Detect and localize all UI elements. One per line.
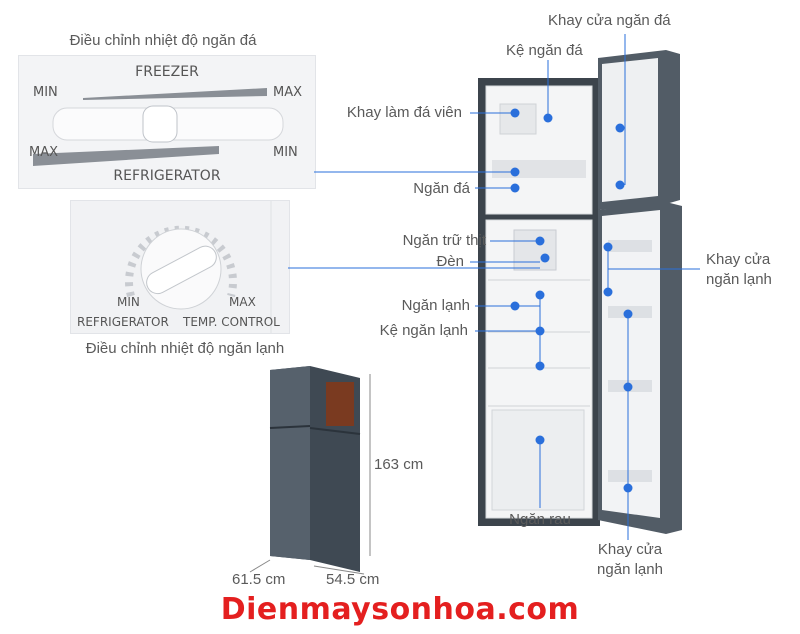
label-freezer: Ngăn đá: [413, 180, 470, 197]
dot-fridge-door-b3: [623, 483, 633, 493]
label-fridge-door-tray-right: Khay cửa ngăn lạnh: [706, 251, 772, 288]
freezer-adjust-caption: Điều chỉnh nhiệt độ ngăn đá: [69, 32, 257, 49]
dot-freezer-door-1: [615, 123, 625, 133]
dot-freezer-temp: [510, 167, 520, 177]
dot-fridge-door-a2: [603, 287, 613, 297]
dial-temp-control-caption: TEMP. CONTROL: [182, 315, 280, 329]
dot-fridge-door-a1: [603, 242, 613, 252]
min-bottom-label: MIN: [273, 145, 298, 160]
freezer-label: FREEZER: [135, 64, 199, 80]
label-light: Đèn: [436, 253, 464, 270]
brand-watermark: Dienmaysonhoa.com: [220, 592, 580, 627]
label-ice-tray: Khay làm đá viên: [346, 104, 462, 121]
width-dimension: 54.5 cm: [326, 571, 380, 588]
dial-min-label: MIN: [117, 295, 140, 309]
dot-freezer-shelf: [543, 113, 553, 123]
dot-fridge-door-b1: [623, 309, 633, 319]
dot-fridge-shelf-1: [535, 290, 545, 300]
label-freezer-shelf: Kệ ngăn đá: [506, 42, 583, 59]
dot-ice-tray: [510, 108, 520, 118]
max-top-label: MAX: [273, 85, 302, 100]
dot-meat: [535, 236, 545, 246]
label-meat: Ngăn trữ thịt: [402, 232, 486, 249]
label-vegetable: Ngăn rau: [509, 511, 571, 528]
fridge-adjust-caption: Điều chỉnh nhiệt độ ngăn lạnh: [85, 340, 285, 357]
dial-max-label: MAX: [229, 295, 256, 309]
label-fridge-compartment: Ngăn lạnh: [401, 297, 470, 314]
depth-dimension: 61.5 cm: [232, 571, 286, 588]
dot-light: [540, 253, 550, 263]
label-fridge-door-tray-bottom: Khay cửa ngăn lạnh: [597, 541, 663, 578]
dial-refrigerator-caption: REFRIGERATOR: [77, 315, 169, 329]
open-fridge-illustration: [478, 50, 682, 534]
closed-fridge-illustration: [249, 366, 371, 575]
fridge-control-panel: MIN MAX REFRIGERATOR TEMP. CONTROL: [70, 200, 290, 334]
height-dimension: 163 cm: [374, 456, 424, 473]
label-freezer-door-tray: Khay cửa ngăn đá: [548, 12, 671, 29]
dot-fridge-compartment: [510, 301, 520, 311]
max-bottom-label: MAX: [29, 145, 58, 160]
dot-vegetable: [535, 435, 545, 445]
min-top-label: MIN: [33, 85, 58, 100]
dot-fridge-door-b2: [623, 382, 633, 392]
freezer-control-graphic: FREEZER REFRIGERATOR MIN MAX MAX MIN: [29, 64, 302, 184]
dot-freezer: [510, 183, 520, 193]
refrigerator-label: REFRIGERATOR: [113, 168, 220, 184]
dot-freezer-door-2: [615, 180, 625, 190]
dot-fridge-shelf-2: [535, 326, 545, 336]
dot-fridge-shelf-3: [535, 361, 545, 371]
fridge-dial-graphic: MIN MAX REFRIGERATOR TEMP. CONTROL: [77, 201, 280, 333]
freezer-control-panel: FREEZER REFRIGERATOR MIN MAX MAX MIN: [18, 55, 316, 189]
label-fridge-shelf: Kệ ngăn lạnh: [379, 322, 468, 339]
